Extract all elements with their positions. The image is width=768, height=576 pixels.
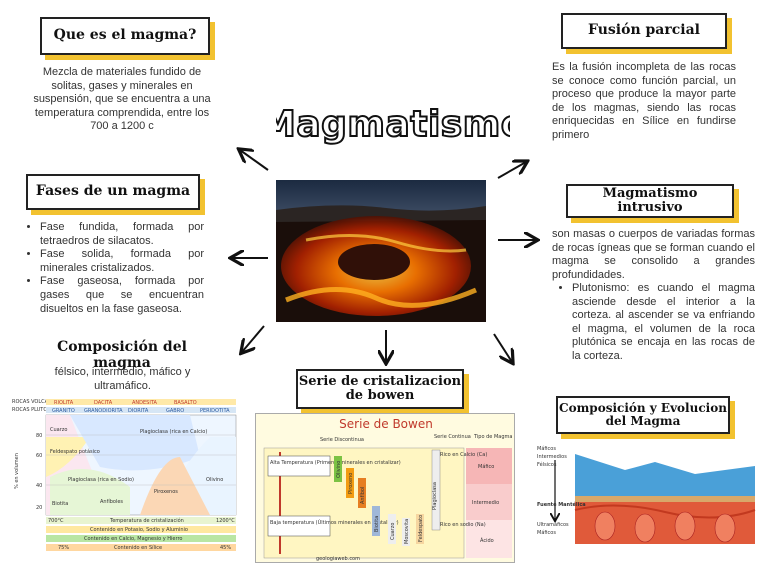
evolucion-title-line2: del Magma — [605, 414, 681, 428]
bowen-mineral: Olivino — [336, 461, 342, 478]
plutonic-rock: GRANODIORITA — [84, 408, 123, 414]
rico-na: Rico en sodio (Na) — [440, 522, 486, 528]
bowen-title: Serie de Bowen — [339, 417, 433, 431]
arrow-to-composicion — [242, 325, 265, 352]
intrusivo-text: son masas o cuerpos de variadas formas d… — [552, 228, 755, 281]
bowen-mineral: Piroxeno — [348, 473, 354, 494]
fases-title: Fases de un magma — [35, 183, 191, 200]
mineral-label: Anfíboles — [100, 498, 123, 505]
arrow-to-que-es — [240, 150, 269, 171]
composicion-text: félsico, intermedio, máfico y ultramáfic… — [54, 366, 191, 392]
fusion-text: Es la fusión incompleta de las rocas se … — [552, 61, 736, 141]
main-title-svg: Magmatismo — [259, 103, 526, 146]
fases-item: Fase fundida, formada por tetraedros de … — [40, 221, 204, 248]
bowen-col-continua: Serie Continua — [434, 434, 471, 440]
serie-title-card: Serie de cristalizacion de bowen — [296, 369, 464, 409]
evolucion-title-card: Composición y Evolucion del Magma — [556, 396, 730, 434]
bowen-chart: Serie de Bowen Serie Discontinua Serie C… — [255, 413, 515, 563]
serie-title-line1: Serie de cristalizacion — [298, 373, 462, 389]
temp-left: 700°C — [48, 518, 64, 524]
bowen-mineral: Cuarzo — [390, 523, 396, 540]
rico-ca: Rico en Calcio (Ca) — [440, 452, 487, 458]
composition-chart: ROCAS VOLCANICAS ROCAS PLUTONICAS RIOLIT… — [10, 397, 238, 555]
mineral-label: Piroxenos — [154, 489, 178, 495]
bowen-col-discontinua: Serie Discontinua — [320, 437, 364, 443]
tipo-magma: Intermedio — [472, 500, 499, 506]
evolution-label: Máficos — [537, 445, 556, 452]
volcanic-rock: DACITA — [94, 400, 113, 406]
que-es-title: Que es el magma? — [53, 27, 197, 44]
mineral-label: Plagioclasa (rica en Calcio) — [140, 429, 207, 435]
volcanic-label: ROCAS VOLCANICAS — [12, 399, 63, 405]
bowen-mineral: Moscovita — [404, 519, 410, 544]
intrusivo-title: Magmatismo intrusivo — [602, 185, 698, 215]
y-tick: 40 — [36, 483, 42, 489]
y-tick: 20 — [36, 505, 42, 511]
evolution-label: Máficos — [537, 529, 556, 536]
bowen-mineral: Anfíbol — [359, 487, 366, 504]
fusion-title-card: Fusión parcial — [561, 13, 727, 49]
mineral-label: Cuarzo — [50, 427, 67, 433]
temp-caption: Temperatura de cristalización — [109, 517, 184, 524]
evolution-label: Intermedios — [537, 454, 567, 460]
lava-photo — [276, 180, 486, 322]
bowen-credit: geologiaweb.com — [316, 556, 360, 562]
volcanic-rock: BASALTO — [174, 400, 197, 406]
plutonic-rock: DIORITA — [128, 408, 149, 414]
volcanic-rock: RIOLITA — [54, 400, 74, 406]
fases-item: Fase gaseosa, formada por gases que se e… — [40, 275, 204, 316]
fases-item: Fase solida, formada por minerales crist… — [40, 248, 204, 275]
volcanic-rock: ANDESITA — [132, 400, 157, 406]
plutonic-label: ROCAS PLUTONICAS — [12, 407, 63, 413]
silica-left: 75% — [58, 545, 69, 551]
main-title: Magmatismo — [259, 98, 526, 148]
silica-right: 45% — [220, 545, 231, 551]
intrusivo-item: Plutonismo: es cuando el magma asciende … — [572, 282, 755, 364]
main-title-text: Magmatismo — [276, 104, 510, 145]
y-tick: 60 — [36, 453, 42, 459]
que-es-text: Mezcla de materiales fundido de solitas,… — [33, 66, 211, 133]
y-axis-label: % en volumen — [14, 453, 20, 489]
evolution-label: Fuente Mantélica — [537, 501, 586, 508]
plutonic-rock: GABRO — [166, 408, 184, 414]
mineral-label: Feldespato potásico — [50, 448, 100, 455]
evolucion-title-line1: Composición y Evolucion — [559, 400, 727, 415]
temp-right: 1200°C — [216, 518, 235, 524]
serie-title-line2: de bowen — [345, 388, 415, 403]
fusion-title: Fusión parcial — [588, 22, 700, 39]
arrow-to-fusion — [497, 162, 526, 179]
mineral-label: Plagioclasa (rica en Sodio) — [68, 477, 134, 483]
intrusivo-title-card: Magmatismo intrusivo — [566, 184, 734, 218]
evolution-chart: Máficos Intermedios Félsicos Fuente Mant… — [535, 440, 758, 544]
row-ca: Contenido en Calcio, Magnesio y Hierro — [84, 536, 182, 542]
mineral-label: Olivino — [206, 477, 223, 483]
plutonic-rock: PERIDOTITA — [200, 408, 230, 414]
row-k: Contenido en Potasio, Sodio y Aluminio — [90, 527, 188, 533]
tipo-magma: Ácido — [480, 537, 494, 544]
que-es-title-card: Que es el magma? — [40, 17, 210, 55]
y-tick: 80 — [36, 433, 42, 439]
composicion-title: Composición del magma — [57, 339, 187, 371]
tipo-magma: Máfico — [478, 463, 494, 470]
evolution-label: Félsicos — [537, 461, 557, 468]
bowen-col-tipo: Tipo de Magma — [473, 434, 512, 440]
arrow-to-evolucion — [493, 333, 512, 362]
intrusivo-list: Plutonismo: es cuando el magma asciende … — [558, 282, 755, 364]
fases-title-card: Fases de un magma — [26, 174, 200, 210]
bowen-baja: Baja temperatura (Últimos minerales en c… — [270, 519, 399, 526]
bowen-mineral: Feldespato — [418, 515, 424, 542]
bowen-mineral: Biotita — [374, 516, 380, 532]
row-si: Contenido en Sílice — [114, 544, 162, 551]
plagioclasa-label: Plagioclasa — [432, 482, 438, 510]
fases-list: Fase fundida, formada por tetraedros de … — [26, 221, 204, 316]
mineral-label: Biotita — [52, 501, 68, 507]
plutonic-rock: GRANITO — [52, 408, 75, 414]
evolution-label: Ultramáficos — [537, 521, 569, 528]
